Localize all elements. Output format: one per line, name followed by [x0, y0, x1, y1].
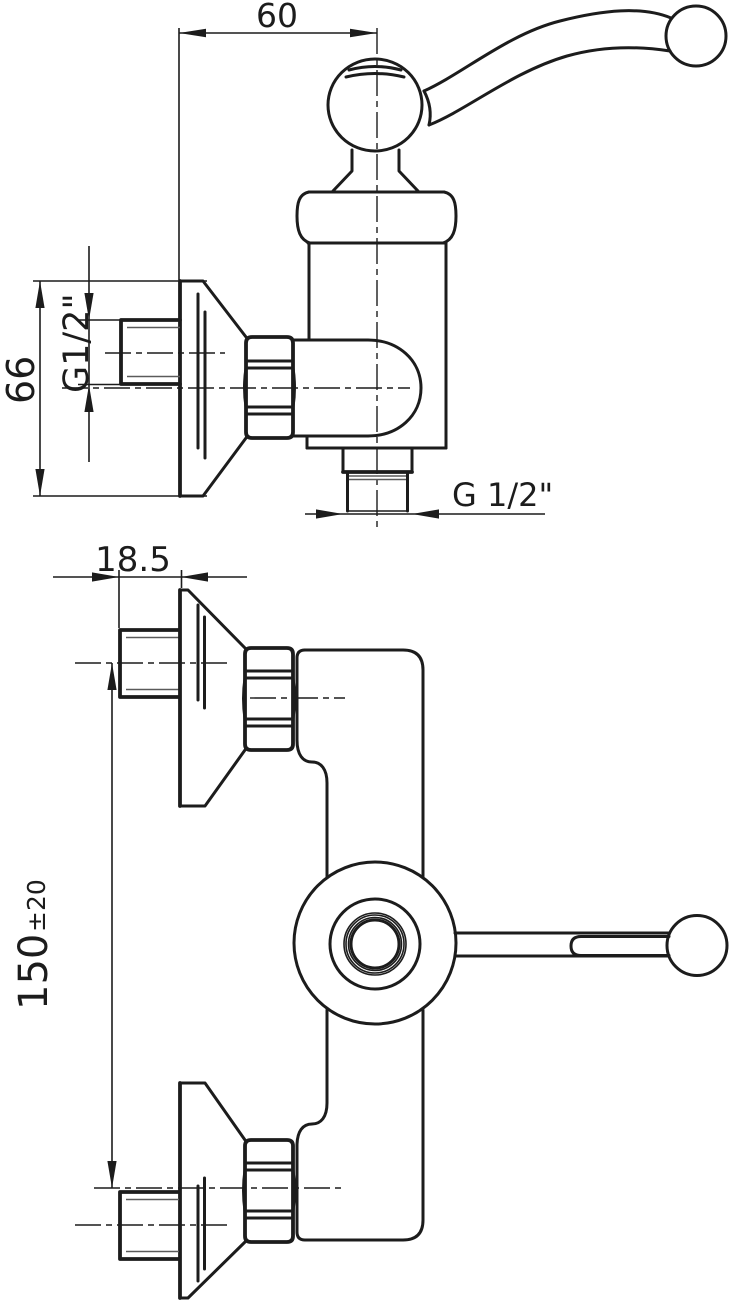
lever-end-ball	[664, 4, 728, 68]
outlet-spigot	[341, 446, 414, 513]
pipe-outline	[118, 1190, 181, 1261]
neck-left	[331, 148, 354, 193]
arrowhead-up	[107, 663, 117, 690]
wall-pipe-side	[119, 318, 182, 386]
ball-cap-seam-2	[344, 72, 406, 79]
escutcheon-bottom	[178, 1081, 247, 1300]
arrowhead-down	[107, 1161, 117, 1188]
cap-right-bulge	[441, 190, 458, 245]
union-nut-bottom	[242, 1138, 296, 1244]
union-nut-side	[243, 335, 296, 440]
pipe-outline	[118, 628, 181, 699]
bottom-connection	[118, 1081, 296, 1300]
dim-18-5-label: 18.5	[95, 540, 171, 580]
lever-upper-edge	[422, 9, 673, 93]
dimension-60: 60	[178, 0, 377, 280]
pivot-ball	[326, 57, 424, 153]
nut-barrel-left	[242, 1168, 247, 1213]
cap-outer-circle	[292, 860, 458, 1026]
nut-outline	[243, 646, 295, 752]
arrowhead-down	[84, 293, 94, 320]
arrowhead-down	[35, 469, 45, 496]
dimension-150: 150 ±20	[11, 663, 117, 1188]
lever-socket-arc	[422, 89, 432, 127]
thread-ring-3	[347, 916, 403, 972]
dimension-outlet-thread: G 1/2"	[305, 476, 553, 519]
dim-150-tolerance: ±20	[22, 879, 51, 932]
arrowhead-right	[316, 509, 343, 519]
nut-barrel-left	[243, 366, 248, 409]
escutcheon-top-edge	[178, 588, 247, 650]
nut-barrel-left	[242, 676, 247, 721]
ball-cap-seam-1	[347, 65, 403, 72]
cap-left-bulge	[295, 190, 312, 245]
arrowhead-right	[92, 572, 119, 582]
nut-outline	[243, 1138, 295, 1244]
nut-barrel-right	[291, 1168, 296, 1213]
dim-60-label: 60	[256, 0, 298, 35]
arrowhead-left	[181, 572, 208, 582]
escutcheon-top-edge	[178, 1081, 247, 1142]
lever-lower-edge	[427, 46, 672, 127]
escutcheon-bottom-edge	[178, 1240, 247, 1300]
nut-barrel-right	[291, 366, 296, 409]
wall-pipe-top	[118, 628, 181, 699]
side-view: 60	[0, 0, 728, 528]
valve-body-front	[295, 648, 425, 1242]
front-view: 18.5 150 ±20	[11, 540, 729, 1300]
nut-outline	[244, 335, 295, 440]
dim-outlet-thread-label: G 1/2"	[452, 476, 553, 514]
top-connection	[118, 588, 296, 808]
escutcheon-top	[178, 588, 247, 808]
lever-grip-inner	[569, 935, 671, 957]
inlet-block	[291, 338, 423, 438]
arrowhead-left	[412, 509, 439, 519]
escutcheon-top-edge	[178, 279, 248, 339]
dimension-66: 66	[0, 280, 207, 497]
dimension-inlet-thread: G1/2"	[57, 246, 121, 462]
dim-66-label: 66	[0, 356, 43, 404]
thread-ring-2	[345, 914, 405, 974]
thread-ring-1	[343, 912, 407, 976]
wall-pipe-bottom	[118, 1190, 181, 1261]
body-bottom-and-left	[295, 1008, 425, 1242]
bore-circle	[349, 918, 401, 970]
valve-body-side	[291, 241, 448, 450]
front-view-centerlines	[75, 662, 345, 1226]
body-top-and-right	[303, 648, 425, 879]
dim-150-label: 150	[11, 934, 57, 1010]
arrowhead-up	[35, 281, 45, 308]
lever-front	[453, 914, 729, 977]
handle	[326, 4, 728, 193]
dimension-18-5: 18.5	[53, 540, 247, 628]
cap-middle-circle	[328, 897, 422, 991]
escutcheon-side	[178, 279, 248, 498]
lever-end-ball	[665, 914, 729, 977]
arrowhead-right	[350, 28, 377, 38]
escutcheon-bottom-edge	[178, 748, 247, 808]
dim-inlet-thread-label: G1/2"	[57, 293, 97, 393]
nut-barrel-right	[291, 676, 296, 721]
body-left-upper	[295, 648, 329, 879]
arrowhead-up	[84, 385, 94, 412]
escutcheon-bottom-edge	[178, 436, 248, 498]
arrowhead-left	[179, 28, 206, 38]
pipe-outline	[119, 318, 182, 386]
cartridge-circles	[292, 860, 458, 1026]
neck-right	[397, 148, 420, 193]
union-nut-top	[242, 646, 296, 752]
bonnet-cap	[295, 190, 458, 245]
